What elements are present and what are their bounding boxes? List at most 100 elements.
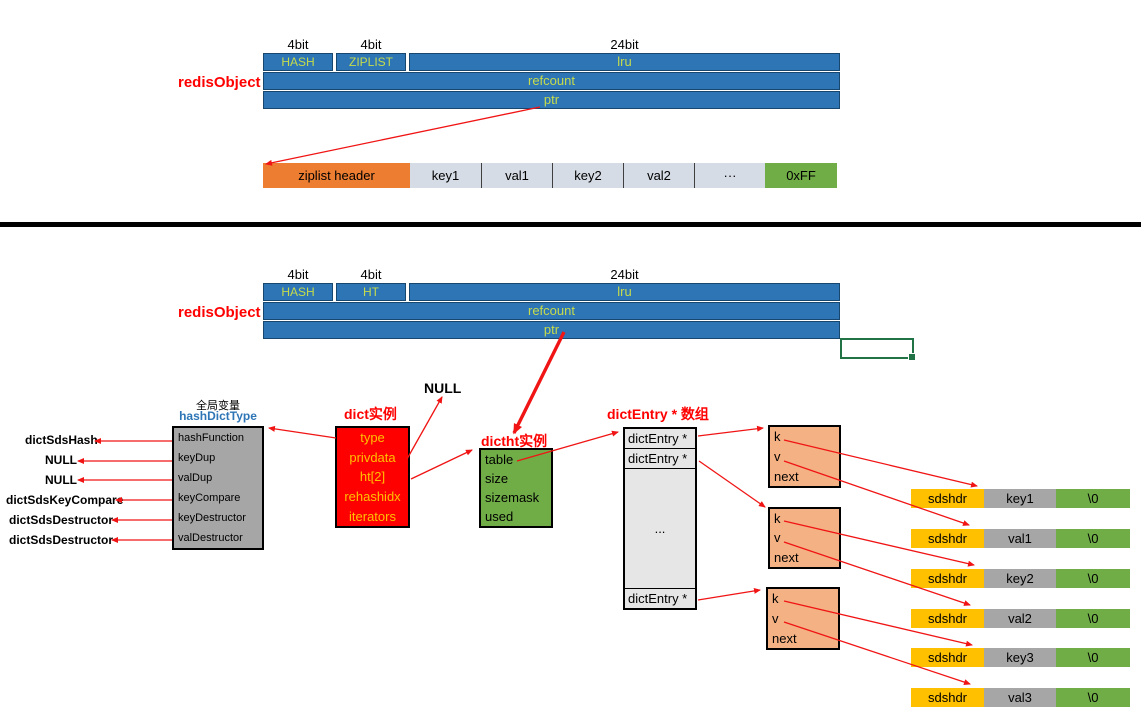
section-divider	[0, 222, 1141, 227]
ziplist-entry-cell: val1	[481, 163, 552, 188]
arrow-ptr-to-ziplist-header	[265, 106, 541, 166]
struct-row: used	[485, 509, 514, 524]
sds-content-cell: key1	[984, 489, 1056, 508]
dictentry-array-title: dictEntry * 数组	[607, 406, 709, 422]
bit-width-label: 4bit	[287, 267, 309, 282]
ziplist-header-cell: ziplist header	[263, 163, 410, 188]
refcount-cell: refcount	[263, 302, 840, 320]
sds-string: sdshdr val2 \0	[911, 609, 1130, 628]
sds-header-cell: sdshdr	[911, 648, 984, 667]
dictentry-node: k v next	[766, 587, 840, 650]
null-label: NULL	[424, 380, 462, 396]
sds-terminator-cell: \0	[1056, 609, 1130, 628]
struct-row: type	[360, 430, 385, 446]
struct-row: hashFunction	[178, 432, 245, 444]
struct-row: valDup	[178, 472, 213, 484]
dictentry-pointer-cell: dictEntry *	[628, 591, 688, 606]
struct-row: ht[2]	[359, 469, 386, 485]
ziplist-terminator-cell: 0xFF	[765, 163, 837, 188]
type-cell: HASH	[263, 283, 333, 301]
dictentry-pointer-cell: dictEntry *	[625, 449, 695, 469]
arrow-ht2-to-dictht	[410, 449, 473, 480]
struct-row: sizemask	[485, 490, 540, 505]
sds-header-cell: sdshdr	[911, 529, 984, 548]
sds-terminator-cell: \0	[1056, 529, 1130, 548]
entry-field: k	[774, 511, 781, 527]
sds-string: sdshdr val1 \0	[911, 529, 1130, 548]
sds-terminator-cell: \0	[1056, 688, 1130, 707]
sds-terminator-cell: \0	[1056, 569, 1130, 588]
entry-field: v	[774, 530, 781, 546]
lru-cell: lru	[409, 53, 840, 71]
struct-row: keyDup	[178, 452, 216, 464]
bit-width-label: 4bit	[287, 37, 309, 52]
dictentry-node: k v next	[768, 425, 841, 488]
func-label: dictSdsKeyCompare	[6, 493, 124, 507]
sds-content-cell: key3	[984, 648, 1056, 667]
struct-row: table	[485, 452, 514, 467]
sds-terminator-cell: \0	[1056, 648, 1130, 667]
dictht-instance-struct: table size sizemask used	[479, 448, 553, 528]
struct-row: keyDestructor	[178, 512, 246, 524]
entry-field: v	[774, 449, 781, 464]
lru-cell: lru	[409, 283, 840, 301]
func-label: NULL	[45, 473, 77, 487]
struct-row: valDestructor	[178, 532, 243, 544]
arrow-slotn-to-entry3	[697, 587, 761, 601]
dict-instance-struct: type privdata ht[2] rehashidx iterators	[335, 426, 410, 528]
ptr-cell: ptr	[263, 321, 840, 339]
redis-object-label-bottom: redisObject	[178, 304, 261, 321]
sds-header-cell: sdshdr	[911, 609, 984, 628]
refcount-cell: refcount	[263, 72, 840, 90]
sds-terminator-cell: \0	[1056, 489, 1130, 508]
selection-resize-handle[interactable]	[908, 353, 916, 361]
dictentry-array-struct: dictEntry * dictEntry * ... dictEntry *	[623, 427, 697, 610]
sds-content-cell: val2	[984, 609, 1056, 628]
entry-field: next	[772, 630, 797, 646]
encoding-cell: ZIPLIST	[336, 53, 406, 71]
dictentry-pointer-cell: dictEntry *	[625, 429, 695, 449]
entry-field: next	[774, 549, 799, 565]
ziplist-entry-cell: val2	[623, 163, 694, 188]
func-label: dictSdsDestructor	[9, 533, 114, 547]
arrow-ptr-to-dictht	[512, 331, 566, 435]
dictentry-node: k v next	[768, 507, 841, 569]
ziplist-ellipsis-cell: ···	[694, 163, 765, 188]
arrow-slot1-to-entry2	[698, 460, 766, 508]
redis-object-struct-top: HASH ZIPLIST lru refcount ptr	[263, 53, 840, 109]
sds-header-cell: sdshdr	[911, 688, 984, 707]
bit-width-label: 4bit	[360, 267, 382, 282]
ziplist-structure: ziplist header key1 val1 key2 val2 ··· 0…	[263, 163, 840, 188]
shape-selection-rect[interactable]	[840, 338, 916, 361]
entry-field: v	[772, 611, 779, 626]
bit-width-label: 24bit	[610, 267, 639, 282]
type-cell: HASH	[263, 53, 333, 71]
dictentry-ellipsis-cell: ...	[625, 469, 695, 589]
sds-string: sdshdr val3 \0	[911, 688, 1130, 707]
struct-row: keyCompare	[178, 492, 241, 504]
sds-string: sdshdr key3 \0	[911, 648, 1130, 667]
struct-row: privdata	[349, 449, 396, 465]
sds-content-cell: key2	[984, 569, 1056, 588]
sds-header-cell: sdshdr	[911, 569, 984, 588]
struct-row: rehashidx	[344, 489, 401, 505]
bit-width-label: 4bit	[360, 37, 382, 52]
redis-object-label-top: redisObject	[178, 74, 261, 91]
arrow-slot0-to-entry1	[697, 425, 764, 437]
encoding-cell: HT	[336, 283, 406, 301]
ptr-cell: ptr	[263, 91, 840, 109]
ziplist-entry-cell: key1	[410, 163, 481, 188]
arrow-privdata-to-null	[406, 396, 443, 460]
redis-object-struct-bottom: HASH HT lru refcount ptr	[263, 283, 840, 339]
hashdicttype-struct: hashFunction keyDup valDup keyCompare ke…	[172, 426, 264, 550]
sds-header-cell: sdshdr	[911, 489, 984, 508]
arrow-dict-type-to-hashdicttype	[268, 425, 337, 439]
dict-instance-title: dict实例	[344, 406, 397, 422]
entry-field: k	[772, 591, 779, 607]
func-label: NULL	[45, 453, 77, 467]
func-label: dictSdsHash	[25, 433, 98, 447]
bit-width-label: 24bit	[610, 37, 639, 52]
sds-content-cell: val1	[984, 529, 1056, 548]
struct-row: size	[485, 471, 509, 486]
